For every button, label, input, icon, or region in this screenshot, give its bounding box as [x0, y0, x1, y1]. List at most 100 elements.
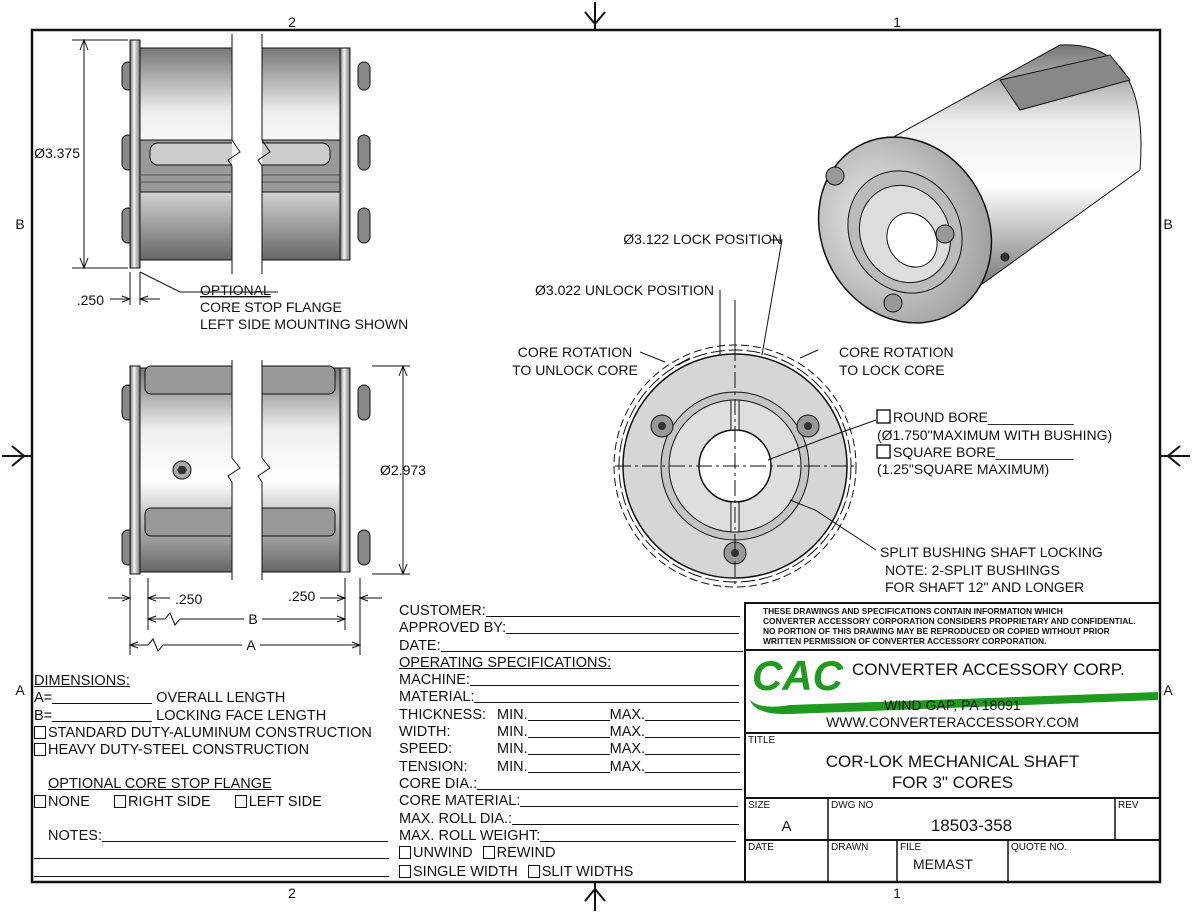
heavy-duty-checkbox[interactable]	[34, 743, 46, 757]
spec-form: CUSTOMER: APPROVED BY: DATE: OPERATING S…	[399, 603, 745, 882]
core-dia-label: CORE DIA.:	[399, 775, 478, 792]
a-desc: OVERALL LENGTH	[156, 690, 286, 707]
title-label: TITLE	[748, 735, 776, 746]
flange-heading: OPTIONAL CORE STOP FLANGE	[48, 776, 272, 793]
unlock-position-label: Ø3.022 UNLOCK POSITION	[535, 282, 714, 298]
rotation-lock-label: CORE ROTATION	[839, 344, 954, 360]
thickness-max-input[interactable]	[645, 707, 741, 721]
speed-min-input[interactable]	[527, 741, 610, 756]
flange-note-title: OPTIONAL	[200, 282, 271, 298]
flange-right-label: RIGHT SIDE	[127, 793, 211, 810]
flange-right-checkbox[interactable]	[113, 794, 126, 808]
max-roll-dia-input[interactable]	[512, 811, 740, 825]
width-max-input[interactable]	[645, 724, 741, 739]
flange-note-line: LEFT SIDE MOUNTING SHOWN	[200, 316, 408, 332]
dimensions-form: DIMENSIONS: A= OVERALL LENGTH B= LOCKING…	[34, 673, 389, 880]
max-label: MAX.	[609, 706, 646, 723]
b-desc: LOCKING FACE LENGTH	[156, 707, 327, 724]
side-dia-label: Ø2.973	[380, 462, 426, 478]
range-row: SPEED: MIN. MAX.	[399, 741, 745, 758]
standard-duty-label: STANDARD DUTY-ALUMINUM CONSTRUCTION	[48, 724, 372, 741]
proprietary-line: THESE DRAWINGS AND SPECIFICATIONS CONTAI…	[763, 606, 1063, 616]
isometric-view	[817, 44, 1142, 324]
min-label: MIN.	[497, 706, 528, 723]
max-roll-weight-input[interactable]	[540, 828, 737, 842]
bushing-note: FOR SHAFT 12" AND LONGER	[885, 579, 1084, 595]
side-view-shaft	[121, 360, 371, 580]
rotation-unlock-label: TO UNLOCK CORE	[512, 362, 638, 378]
square-bore-label: SQUARE BORE__________	[893, 444, 1074, 460]
width-min-input[interactable]	[527, 724, 610, 739]
min-label: MIN.	[497, 724, 528, 741]
heavy-duty-label: HEAVY DUTY-STEEL CONSTRUCTION	[48, 742, 310, 759]
flange-none-checkbox[interactable]	[34, 794, 46, 808]
proprietary-line: NO PORTION OF THIS DRAWING MAY BE REPROD…	[763, 626, 1110, 636]
flange-left-checkbox[interactable]	[234, 794, 247, 808]
square-bore-checkbox[interactable]	[876, 444, 891, 459]
dim-b-label: B	[248, 611, 257, 627]
date-label: DATE	[748, 842, 774, 853]
bushing-note: NOTE: 2-SPLIT BUSHINGS	[885, 562, 1060, 578]
machine-input[interactable]	[469, 672, 739, 687]
unwind-checkbox[interactable]	[399, 846, 411, 860]
tension-min-input[interactable]	[527, 759, 610, 773]
material-label: MATERIAL:	[399, 689, 475, 706]
end-view	[613, 239, 877, 588]
company-address: WIND GAP, PA 18091 WWW.CONVERTERACCESSOR…	[745, 697, 1160, 731]
operating-spec-heading: OPERATING SPECIFICATIONS:	[399, 654, 612, 671]
notes-input-line[interactable]	[34, 845, 389, 860]
max-label: MAX.	[609, 724, 646, 741]
zone-right-B: B	[1163, 216, 1172, 232]
rewind-checkbox[interactable]	[482, 846, 495, 860]
side-right-width-label: .250	[288, 588, 315, 604]
core-dia-input[interactable]	[477, 776, 743, 790]
width-label: WIDTH:	[399, 724, 451, 741]
notes-input[interactable]	[101, 828, 388, 843]
single-width-checkbox[interactable]	[399, 865, 411, 879]
max-roll-dia-label: MAX. ROLL DIA.:	[399, 810, 513, 827]
flange-none-label: NONE	[48, 793, 90, 810]
slit-widths-checkbox[interactable]	[527, 865, 540, 879]
min-label: MIN.	[497, 758, 528, 775]
drawn-label: DRAWN	[831, 842, 869, 853]
thickness-min-input[interactable]	[527, 707, 610, 721]
material-input[interactable]	[474, 689, 740, 704]
zone-bottom-1: 1	[893, 885, 901, 901]
size-value: A	[781, 818, 792, 835]
core-material-input[interactable]	[520, 793, 739, 808]
customer-input[interactable]	[485, 603, 740, 617]
notes-input-line[interactable]	[34, 863, 389, 877]
rotation-unlock-label: CORE ROTATION	[518, 344, 633, 360]
round-bore-label: ROUND BORE___________	[893, 409, 1074, 425]
top-view-dimensions	[72, 38, 278, 305]
speed-label: SPEED:	[399, 741, 453, 758]
speed-max-input[interactable]	[645, 741, 741, 756]
company-name: CONVERTER ACCESSORY CORP.	[852, 660, 1125, 679]
b-label: B=	[34, 707, 53, 724]
cac-logo: CAC	[750, 652, 1158, 715]
date-input[interactable]	[440, 638, 743, 652]
title-block-frame	[744, 602, 1161, 883]
file-value: MEMAST	[913, 856, 973, 872]
size-label: SIZE	[748, 800, 771, 811]
approved-label: APPROVED BY:	[399, 620, 507, 637]
customer-label: CUSTOMER:	[399, 603, 486, 619]
proprietary-notice: THESE DRAWINGS AND SPECIFICATIONS CONTAI…	[763, 606, 1136, 646]
top-flange-width-label: .250	[77, 292, 104, 308]
min-label: MIN.	[497, 741, 528, 758]
address: WIND GAP, PA 18091	[884, 697, 1021, 713]
approved-input[interactable]	[506, 620, 740, 635]
b-input[interactable]	[52, 708, 153, 722]
flange-note-line: CORE STOP FLANGE	[200, 299, 342, 315]
side-view-dimensions	[108, 364, 410, 655]
standard-duty-checkbox[interactable]	[34, 725, 46, 739]
tension-max-input[interactable]	[645, 759, 741, 773]
website: WWW.CONVERTERACCESSORY.COM	[826, 714, 1079, 730]
round-bore-checkbox[interactable]	[876, 409, 891, 424]
a-input[interactable]	[52, 690, 153, 705]
range-row: THICKNESS:MIN.MAX.	[399, 707, 745, 724]
notes-label: NOTES:	[48, 828, 102, 845]
max-label: MAX.	[609, 741, 646, 758]
zone-bottom-2: 2	[288, 885, 296, 901]
